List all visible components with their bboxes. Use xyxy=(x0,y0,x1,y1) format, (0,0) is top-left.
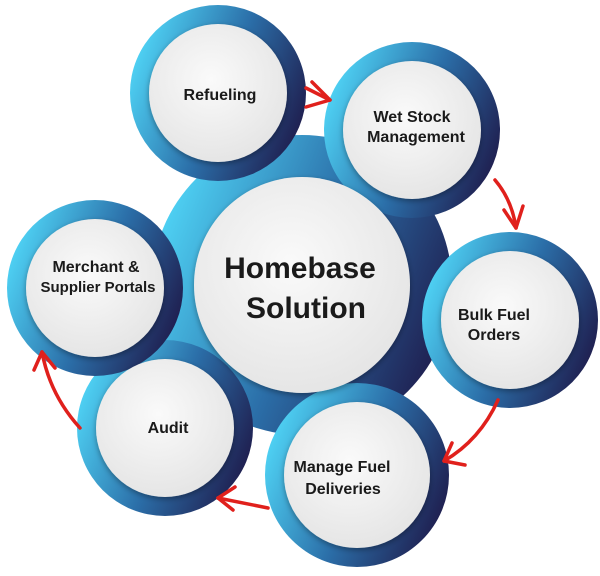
center-title-line2: Solution xyxy=(246,292,366,325)
node-circle xyxy=(441,251,579,389)
node-label-line1: Refueling xyxy=(184,87,257,104)
node-label-line2: Management xyxy=(367,129,465,146)
arrow-wet-stock-to-bulk-fuel xyxy=(493,178,525,230)
node-circle xyxy=(96,359,234,497)
node-label-line1: Audit xyxy=(148,420,190,437)
node-manage-fuel-deliveries: Manage Fuel Deliveries xyxy=(284,402,430,548)
node-label-line2: Orders xyxy=(468,327,521,344)
arrow-manage-fuel-to-audit xyxy=(216,485,270,512)
node-label-line1: Bulk Fuel xyxy=(458,307,530,324)
node-circle xyxy=(343,61,481,199)
center-circle xyxy=(194,177,410,393)
node-circle xyxy=(149,24,287,162)
node-circle xyxy=(26,219,164,357)
node-label-line2: Supplier Portals xyxy=(40,279,155,296)
node-merchant-supplier-portals: Merchant & Supplier Portals xyxy=(26,219,164,357)
center-node: Homebase Solution xyxy=(194,177,410,393)
arrow-refueling-to-wet-stock xyxy=(304,80,332,109)
node-label-line2: Deliveries xyxy=(305,481,381,498)
node-circle xyxy=(284,402,430,548)
node-audit: Audit xyxy=(96,359,234,497)
center-title-line1: Homebase xyxy=(224,252,376,285)
node-label-line1: Wet Stock xyxy=(373,109,450,126)
node-label-line1: Merchant & xyxy=(52,259,140,276)
node-refueling: Refueling xyxy=(149,24,287,162)
node-bulk-fuel-orders: Bulk Fuel Orders xyxy=(441,251,579,389)
node-wet-stock-management: Wet Stock Management xyxy=(343,61,481,199)
node-label-line1: Manage Fuel xyxy=(294,459,391,476)
arrow-bulk-fuel-to-manage-fuel xyxy=(442,398,500,467)
arrow-audit-to-merchant xyxy=(32,350,82,430)
flow-arrows xyxy=(32,80,525,512)
